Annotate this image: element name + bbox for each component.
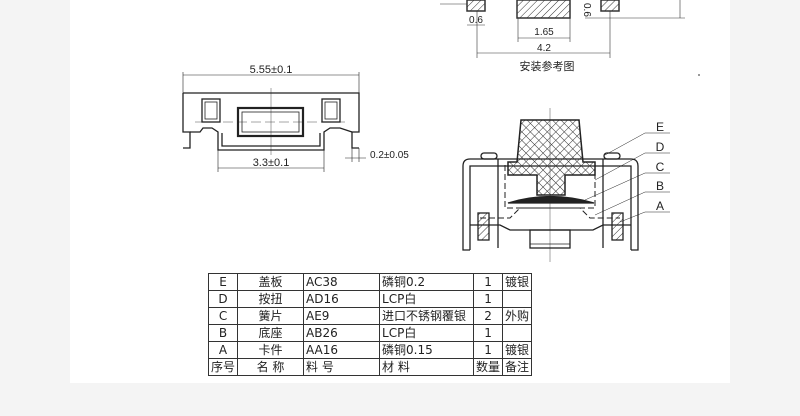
bom-cell: LCP白 [379,324,475,342]
front-view [182,72,366,172]
bom-cell: 序号 [207,358,239,376]
bom-cell: 备注 [502,358,533,376]
callout-d: D [656,140,665,154]
dim-leg-thickness: 0.2±0.05 [370,150,409,161]
bom-cell: 磷铜0.15 [379,341,475,359]
dim-pad: 0.6 [469,15,483,26]
bom-cell: AC38 [303,273,381,291]
bom-cell: 2 [473,307,504,325]
bom-cell: A [207,341,239,359]
callout-b: B [656,179,664,193]
bom-cell: AB26 [303,324,381,342]
bom-cell: 料 号 [303,358,381,376]
dim-inner-width: 3.3±0.1 [253,157,290,169]
bom-cell: AD16 [303,290,381,308]
bom-cell: 1 [473,290,504,308]
bom-cell: 镀银 [502,273,533,291]
bom-cell: 盖板 [237,273,305,291]
dim-overall: 4.2 [537,43,551,54]
bom-cell: 外购 [502,307,533,325]
callout-a: A [656,199,664,213]
bom-cell: LCP白 [379,290,475,308]
bom-header-row: 序号名 称料 号材 料数量备注 [207,358,533,376]
bom-cell: C [207,307,239,325]
bom-cell: E [207,273,239,291]
bom-cell: B [207,324,239,342]
bom-cell: 镀银 [502,341,533,359]
bom-cell: D [207,290,239,308]
dim-width: 5.55±0.1 [250,64,293,76]
mounting-reference [440,0,700,76]
bom-cell: 磷铜0.2 [379,273,475,291]
bom-cell: 卡件 [237,341,305,359]
bom-cell: 1 [473,341,504,359]
bom-cell: 簧片 [237,307,305,325]
bom-cell: 1 [473,273,504,291]
bom-cell: 名 称 [237,358,305,376]
pad-left [466,0,486,12]
callout-e: E [656,120,664,134]
bom-cell: 材 料 [379,358,475,376]
bom-cell: 进口不锈钢覆银 [379,307,475,325]
section-view [462,108,670,262]
pad-center [516,0,571,19]
bom-cell: 底座 [237,324,305,342]
callout-c: C [656,160,665,174]
bom-cell: 1 [473,324,504,342]
bom-cell [502,290,533,308]
bom-cell: 按扭 [237,290,305,308]
dim-center: 1.65 [534,27,554,38]
bom-cell: 数量 [473,358,504,376]
pad-right [600,0,620,12]
bom-cell [502,324,533,342]
bom-cell: AA16 [303,341,381,359]
mounting-reference-title: 安装参考图 [520,59,575,73]
dim-height: 0.6 [581,3,592,17]
bom-cell: AE9 [303,307,381,325]
